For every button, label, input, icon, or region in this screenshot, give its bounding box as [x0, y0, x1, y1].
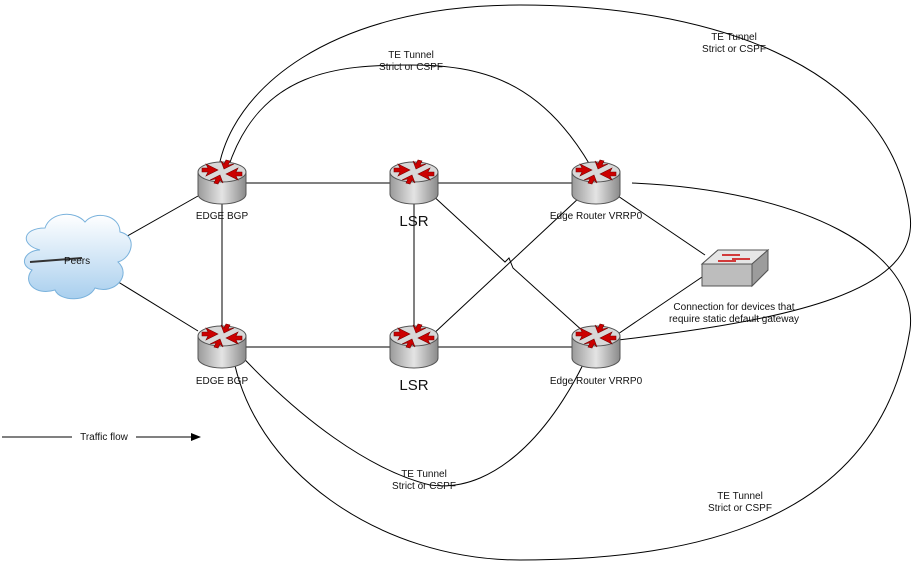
link-peers-edgebottom [114, 279, 199, 332]
edge-vrrp-top-label: Edge Router VRRP0 [550, 211, 643, 222]
router-icon [571, 323, 621, 369]
tunnel-bottom-outer-line2: Strict or CSPF [708, 503, 772, 514]
router-icon [197, 323, 247, 369]
router-icon [389, 323, 439, 369]
tunnel-top-inner-curve [227, 64, 591, 169]
router-lsr-top [389, 159, 439, 205]
tunnel-top-outer-line2: Strict or CSPF [702, 44, 766, 55]
tunnel-bottom-inner-line2: Strict or CSPF [392, 481, 456, 492]
router-lsr-bottom [389, 323, 439, 369]
router-icon [197, 159, 247, 205]
link-lsrbottom-vrrptop [429, 196, 581, 338]
router-edge-vrrp-bottom [571, 323, 621, 369]
router-edge-bgp-bottom [197, 323, 247, 369]
link-lsrtop-vrrpbottom [429, 192, 586, 334]
tunnel-top-outer-line1: TE Tunnel [711, 32, 757, 43]
router-icon [389, 159, 439, 205]
switch-device [700, 248, 770, 288]
tunnel-top-inner-line1: TE Tunnel [388, 50, 434, 61]
lsr-top-label: LSR [399, 213, 428, 230]
tunnel-top-outer-curve [217, 4, 912, 343]
traffic-flow-label: Traffic flow [80, 432, 129, 443]
edge-vrrp-bottom-label: Edge Router VRRP0 [550, 376, 643, 387]
switch-label-line2: require static default gateway [669, 314, 799, 325]
peers-label: Peers [64, 256, 90, 267]
link-peers-edgetop [114, 195, 199, 244]
router-edge-vrrp-top [571, 159, 621, 205]
tunnel-bottom-inner-curve [233, 344, 593, 487]
legend-traffic-flow: Traffic flow [2, 430, 201, 444]
tunnel-top-inner-line2: Strict or CSPF [379, 62, 443, 73]
edge-bgp-bottom-label: EDGE BGP [196, 376, 249, 387]
tunnel-bottom-outer-line1: TE Tunnel [717, 491, 763, 502]
router-icon [571, 159, 621, 205]
edge-bgp-top-label: EDGE BGP [196, 211, 249, 222]
router-edge-bgp-top [197, 159, 247, 205]
cloud-icon [23, 213, 132, 300]
tunnel-bottom-inner-line1: TE Tunnel [401, 469, 447, 480]
link-vrrptop-switch [614, 193, 706, 256]
lsr-bottom-label: LSR [399, 377, 428, 394]
tunnel-bottom-outer-curve [231, 182, 912, 561]
switch-label-line1: Connection for devices that [673, 302, 794, 313]
peers-cloud: Peers [23, 213, 132, 300]
link-vrrpbottom-switch [614, 274, 706, 337]
